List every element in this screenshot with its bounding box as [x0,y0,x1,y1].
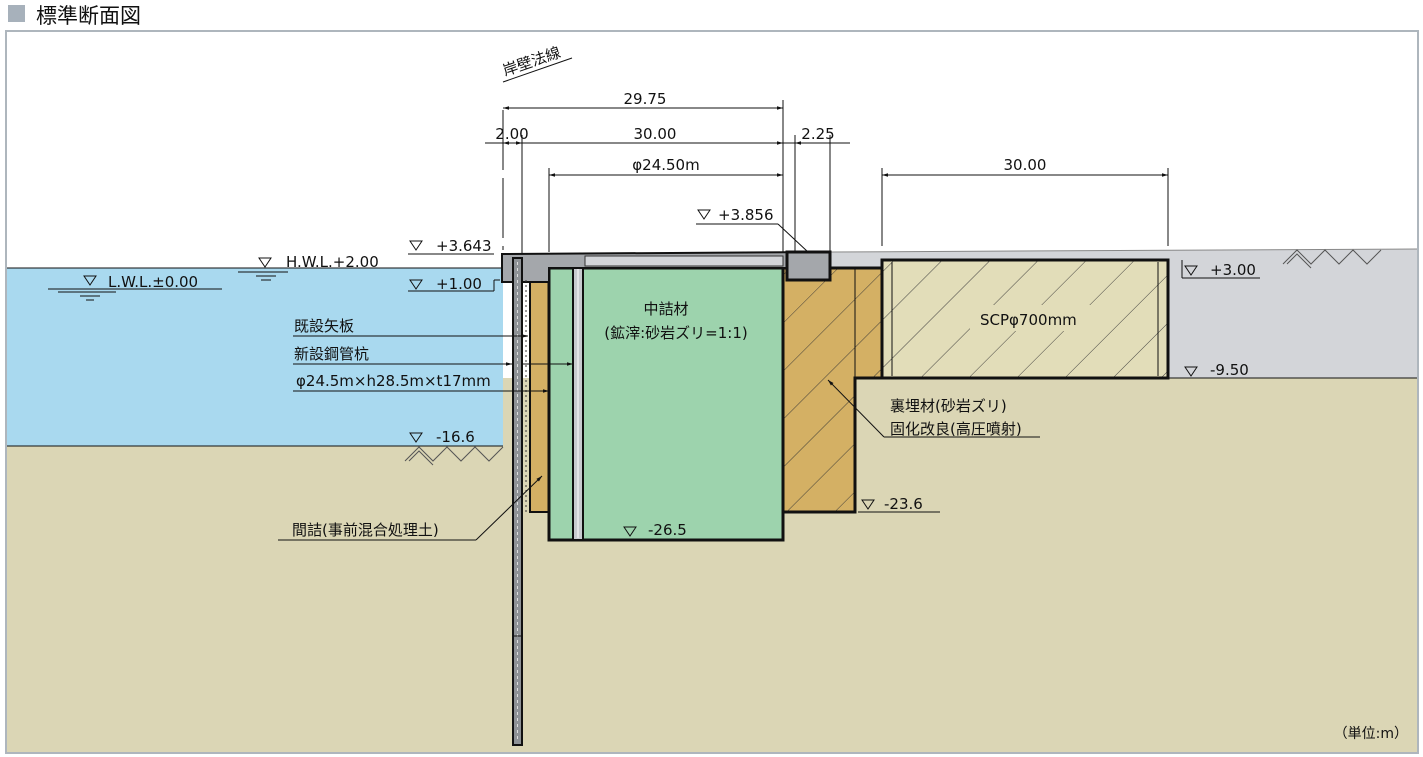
scp-label: SCPφ700mm [980,311,1077,329]
existing-sheet-pile [512,257,523,746]
fill-spec: (鉱滓:砂岩ズリ=1:1) [604,324,747,342]
dim-main: 30.00 [634,125,677,143]
crown-block [785,250,832,282]
label-pile-spec: φ24.5m×h28.5m×t17mm [296,372,491,390]
label-existing-sheet-pile: 既設矢板 [294,317,354,335]
unit-note: （単位:m） [1334,726,1408,742]
fill-title: 中詰材 [643,300,688,318]
dim-total: 29.75 [624,90,667,108]
dim-left-offset: 2.00 [495,125,528,143]
level-cell-bottom: -26.5 [648,521,687,539]
dim-scp-width: 30.00 [1004,156,1047,174]
label-backfill: 裏埋材(砂岩ズリ) [890,397,1007,415]
dimension-lines [485,100,1169,254]
page-title: 標準断面図 [36,4,141,28]
steel-pipe-cell [547,266,785,542]
title-square-icon [8,5,25,22]
sea-water [7,268,503,446]
level-ground: +3.00 [1210,261,1256,279]
gap-fill-strip [529,279,550,513]
level-block-top: +3.856 [718,206,774,224]
level-hwl: H.W.L.+2.00 [286,253,379,271]
level-markers [48,209,1382,537]
level-plus1: +1.00 [436,275,482,293]
label-new-steel-pipe-pile: 新設鋼管杭 [294,345,369,363]
level-scp-bottom: -9.50 [1210,361,1249,379]
dim-right-offset: 2.25 [801,125,834,143]
label-gap-fill: 間詰(事前混合処理土) [292,521,439,539]
level-lwl: L.W.L.±0.00 [108,273,198,291]
level-backfill-bottom: -23.6 [884,495,923,513]
level-cap-top: +3.643 [436,237,492,255]
label-backfill-improve: 固化改良(高圧噴射) [890,420,1022,438]
level-seabed: -16.6 [436,428,475,446]
dim-cell-diameter: φ24.50m [632,156,699,174]
